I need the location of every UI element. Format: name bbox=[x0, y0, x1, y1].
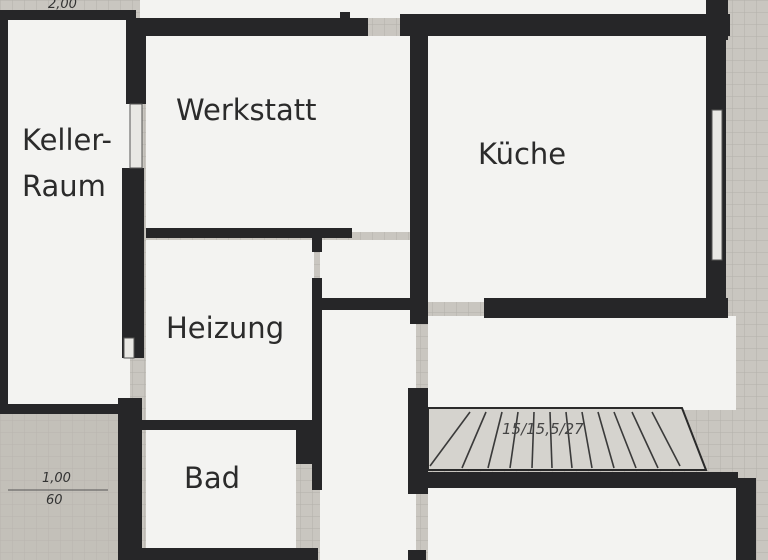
room-label-heizung: Heizung bbox=[166, 311, 284, 345]
wall-keller-right-lower bbox=[122, 168, 144, 358]
stair-tread bbox=[613, 411, 637, 469]
wall-keller-right-upper bbox=[126, 20, 146, 104]
wall-bad-right-stub bbox=[296, 420, 314, 464]
wall-werkstatt-bottom-stub bbox=[312, 228, 322, 252]
left-lower-grid-area bbox=[0, 412, 118, 560]
stair-tread bbox=[581, 411, 593, 469]
room-label-werkstatt: Werkstatt bbox=[176, 93, 317, 127]
stair-tread bbox=[651, 411, 681, 467]
corridor-right-floor bbox=[428, 316, 736, 410]
top-strip bbox=[140, 0, 710, 18]
stair-tread bbox=[509, 411, 519, 469]
wall-corridor-left-lower bbox=[408, 388, 428, 494]
wall-left-lower bbox=[118, 398, 142, 560]
wall-heizung-right bbox=[312, 278, 322, 490]
wall-bad-top bbox=[142, 420, 318, 430]
stair-tread bbox=[531, 411, 535, 469]
edge-dimension-label: 2,00 bbox=[48, 0, 77, 12]
wall-kueche-top bbox=[400, 14, 730, 36]
wall-bad-bottom bbox=[142, 548, 318, 560]
heizung-floor bbox=[146, 240, 314, 420]
room-label-keller-line2: Raum bbox=[22, 169, 106, 203]
corridor-floor bbox=[320, 240, 416, 560]
wall-werkstatt-bottom bbox=[146, 228, 352, 238]
wall-top-left-stub bbox=[0, 10, 136, 20]
dimension-bottom-label: 60 bbox=[46, 493, 63, 508]
stair-tread bbox=[487, 411, 503, 469]
stair-tread bbox=[461, 411, 487, 469]
lower-right-floor bbox=[428, 488, 736, 560]
bad-floor bbox=[146, 430, 296, 550]
windows bbox=[123, 103, 723, 359]
stair-tread bbox=[549, 411, 553, 469]
wall-kueche-right-upper bbox=[706, 0, 728, 40]
room-label-kueche: Küche bbox=[478, 137, 566, 171]
kueche-floor bbox=[428, 36, 710, 302]
wall-keller-left bbox=[0, 10, 8, 412]
keller-raum-floor bbox=[8, 20, 130, 408]
stair-tread bbox=[429, 411, 471, 467]
wall-werkstatt-top-notch bbox=[340, 12, 350, 26]
werkstatt-floor bbox=[146, 36, 414, 232]
window-keller-lower bbox=[123, 337, 135, 359]
wall-stair-bottom bbox=[428, 472, 738, 488]
room-label-bad: Bad bbox=[184, 461, 240, 495]
wall-kueche-left bbox=[410, 34, 428, 324]
wall-kueche-bottom bbox=[484, 298, 728, 318]
stair-tread bbox=[565, 411, 573, 469]
dimension-top-label: 1,00 bbox=[42, 471, 71, 486]
stair-tread bbox=[597, 411, 615, 469]
wall-keller-bottom bbox=[0, 404, 126, 414]
window-kueche-right bbox=[711, 109, 723, 261]
room-label-keller-line1: Keller- bbox=[22, 123, 112, 157]
window-keller bbox=[129, 103, 143, 169]
wall-bottom-stub bbox=[408, 550, 426, 560]
wall-corridor-cross bbox=[322, 298, 412, 310]
stair-tread bbox=[631, 411, 659, 469]
staircase bbox=[427, 407, 708, 471]
wall-lower-right bbox=[736, 478, 756, 560]
stair-spec-label: 15/15,5/27 bbox=[502, 420, 584, 438]
wall-werkstatt-top bbox=[126, 18, 368, 36]
